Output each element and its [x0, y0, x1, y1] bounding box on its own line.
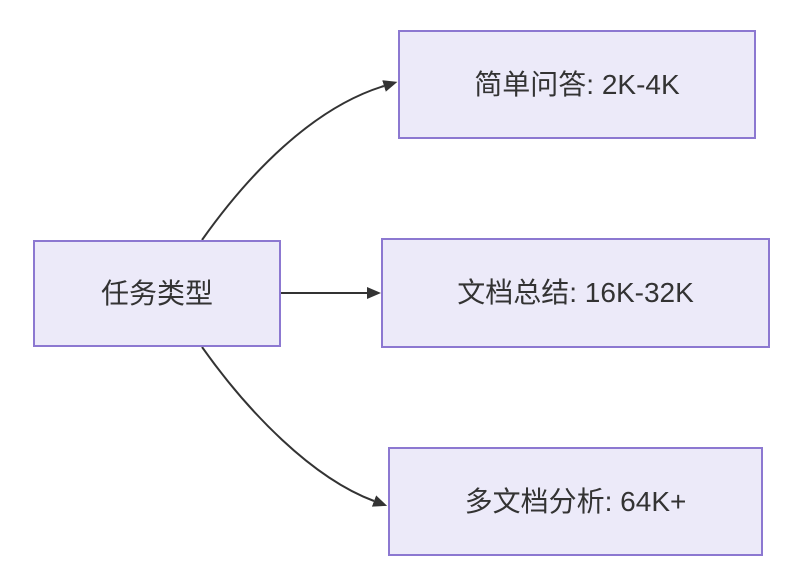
edge-to-multi-doc [201, 346, 388, 507]
node-task-type: 任务类型 [33, 240, 281, 347]
node-multi-doc: 多文档分析: 64K+ [388, 447, 763, 556]
node-doc-summary-label: 文档总结: 16K-32K [457, 277, 694, 309]
node-simple-qa: 简单问答: 2K-4K [398, 30, 756, 139]
node-multi-doc-label: 多文档分析: 64K+ [464, 485, 687, 517]
node-task-type-label: 任务类型 [100, 277, 213, 309]
node-doc-summary: 文档总结: 16K-32K [381, 238, 770, 348]
edge-to-simple-qa [201, 80, 398, 241]
node-simple-qa-label: 简单问答: 2K-4K [474, 68, 680, 100]
